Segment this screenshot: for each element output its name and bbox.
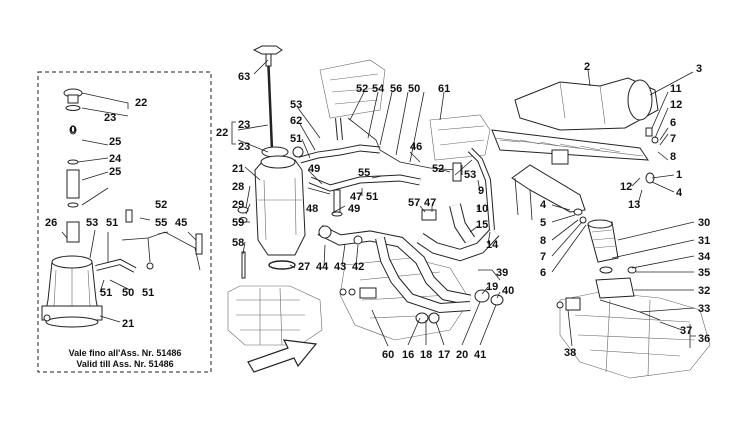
callout-51c-inset: 51 (142, 287, 154, 299)
callout-23-bottom: 23 (238, 141, 250, 153)
callout-51b-inset: 51 (100, 287, 112, 299)
callout-56: 56 (390, 83, 402, 95)
callout-48: 48 (306, 203, 318, 215)
callout-60: 60 (382, 349, 394, 361)
callout-30: 30 (698, 217, 710, 229)
callout-0-inset: 0 (70, 124, 76, 136)
hose-network (299, 117, 504, 324)
callout-45-inset: 45 (175, 217, 187, 229)
callout-36: 36 (698, 333, 710, 345)
callout-14: 14 (486, 239, 499, 251)
callout-24-inset: 24 (109, 153, 122, 165)
inset-caption-english: Valid till Ass. Nr. 51486 (76, 359, 173, 369)
callout-25b-inset: 25 (109, 166, 121, 178)
callout-21-inset: 21 (122, 318, 134, 330)
callout-53-inset: 53 (86, 217, 98, 229)
callout-57: 57 (408, 197, 420, 209)
callout-49-upper: 49 (308, 163, 320, 175)
callout-23-top: 23 (238, 119, 250, 131)
callout-22-inset: 22 (135, 97, 147, 109)
callout-1: 1 (676, 169, 682, 181)
callout-13: 13 (628, 199, 640, 211)
callout-28: 28 (232, 181, 244, 193)
callout-52-top: 52 (356, 83, 368, 95)
callout-54: 54 (372, 83, 385, 95)
callout-43: 43 (334, 261, 346, 273)
callout-19: 19 (486, 281, 498, 293)
callout-8-upper: 8 (670, 151, 676, 163)
callout-6-upper: 6 (670, 117, 676, 129)
callout-62: 62 (290, 115, 302, 127)
callout-4-right: 4 (676, 187, 683, 199)
callout-38: 38 (564, 347, 576, 359)
inset-caption-italian: Vale fino all'Ass. Nr. 51486 (69, 348, 182, 358)
callout-27: 27 (298, 261, 310, 273)
callout-7-upper: 7 (670, 133, 676, 145)
callout-22: 22 (216, 127, 228, 139)
callout-10: 10 (476, 203, 488, 215)
callout-51-center: 51 (290, 133, 302, 145)
callout-52-inset: 52 (155, 199, 167, 211)
callout-8-lower: 8 (540, 235, 546, 247)
callout-12-upper: 12 (670, 99, 682, 111)
callout-53-center: 53 (290, 99, 302, 111)
callout-29: 29 (232, 199, 244, 211)
callout-12-lower: 12 (620, 181, 632, 193)
callout-25a-inset: 25 (109, 136, 121, 148)
callout-55: 55 (358, 167, 370, 179)
oil-filter-assembly (556, 219, 661, 321)
callout-labels: 63 22 23 23 21 28 29 59 58 53 62 51 49 4… (216, 61, 711, 361)
callout-31: 31 (698, 235, 710, 247)
inset-panel: 22 23 0 25 24 25 52 26 53 51 55 45 51 50… (37, 71, 212, 373)
callout-52-right: 52 (432, 163, 444, 175)
callout-7-lower: 7 (540, 251, 546, 263)
callout-16: 16 (402, 349, 414, 361)
callout-59: 59 (232, 217, 244, 229)
callout-4-left: 4 (540, 199, 547, 211)
leader-lines (237, 59, 696, 348)
callout-21: 21 (232, 163, 244, 175)
callout-49-lower: 49 (348, 203, 360, 215)
callout-6-lower: 6 (540, 267, 546, 279)
callout-5: 5 (540, 217, 546, 229)
callout-2: 2 (584, 61, 590, 73)
callout-34: 34 (698, 251, 711, 263)
callout-20: 20 (456, 349, 468, 361)
callout-33: 33 (698, 303, 710, 315)
callout-26-inset: 26 (45, 217, 57, 229)
callout-47-center: 47 (350, 191, 362, 203)
callout-55-inset: 55 (155, 217, 167, 229)
callout-40: 40 (502, 285, 514, 297)
callout-39: 39 (496, 267, 508, 279)
callout-9: 9 (478, 185, 484, 197)
callout-44: 44 (316, 261, 329, 273)
callout-37: 37 (680, 325, 692, 337)
callout-58: 58 (232, 237, 244, 249)
callout-42: 42 (352, 261, 364, 273)
callout-11: 11 (670, 83, 682, 95)
callout-17: 17 (438, 349, 450, 361)
callout-35: 35 (698, 267, 710, 279)
oil-tank-assembly (237, 45, 306, 279)
callout-23-inset: 23 (104, 112, 116, 124)
callout-3: 3 (696, 63, 702, 75)
callout-50-inset: 50 (122, 287, 134, 299)
callout-51a-inset: 51 (106, 217, 118, 229)
callout-47-right: 47 (424, 197, 436, 209)
callout-32: 32 (698, 285, 710, 297)
callout-50: 50 (408, 83, 420, 95)
callout-53-right: 53 (464, 169, 476, 181)
radiator-assembly (491, 77, 659, 224)
callout-41: 41 (474, 349, 486, 361)
callout-63: 63 (238, 71, 250, 83)
callout-15: 15 (476, 219, 488, 231)
callout-18: 18 (420, 349, 432, 361)
callout-61: 61 (438, 83, 450, 95)
callout-51-lower: 51 (366, 191, 378, 203)
callout-46: 46 (410, 141, 422, 153)
arrow-icon (247, 339, 318, 373)
